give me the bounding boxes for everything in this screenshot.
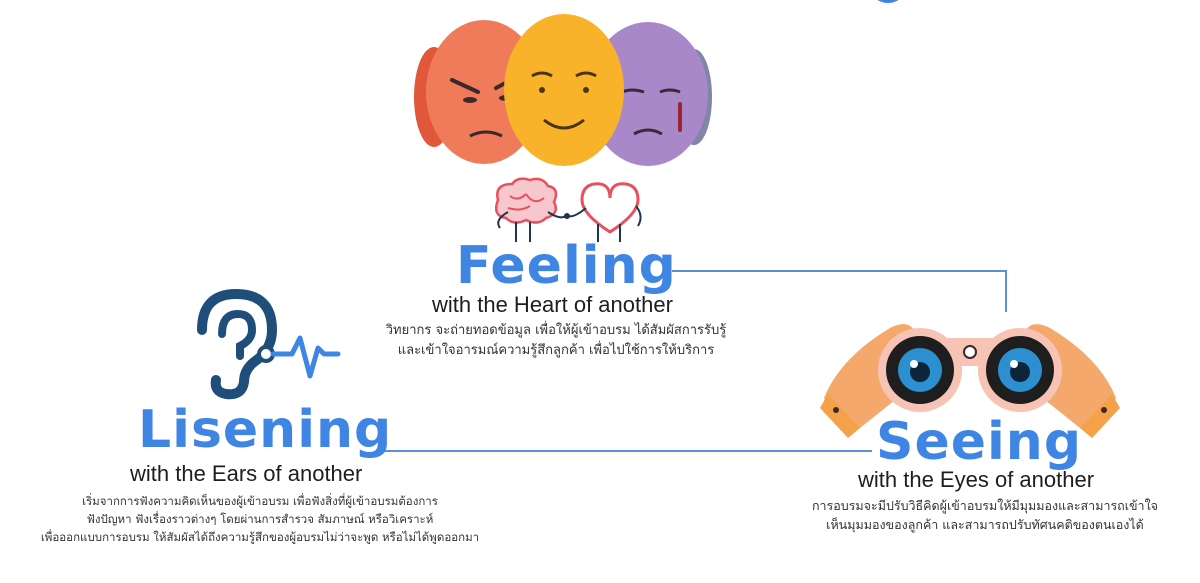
listening-description-line2: ฟังปัญหา ฟังเรื่องราวต่างๆ โดยผ่านการสำร… (86, 512, 434, 526)
feeling-subtitle: with the Heart of another (432, 292, 673, 317)
connector-feeling-vertical (1005, 270, 1007, 312)
seeing-description-line1: การอบรมจะมีปรับวิธีคิดผู้เข้าอบรมให้มีมุ… (811, 498, 1159, 513)
seeing-title: Seeing (876, 412, 1083, 472)
seeing-subtitle: with the Eyes of another (858, 467, 1095, 492)
connector-feeling-horizontal (672, 270, 1006, 272)
listening-description-line3: เพื่อออกแบบการอบรม ให้สัมผัสได้ถึงความรู… (40, 530, 480, 544)
binoculars-hands-icon (820, 324, 1120, 438)
header-logo-fragment (877, 0, 899, 3)
listening-description-line1: เริ่มจากการฟังความคิดเห็นของผู้เข้าอบรม … (82, 494, 438, 508)
ear-pulse-icon (197, 288, 341, 400)
seeing-description-line2: เห็นมุมมองของลูกค้า และสามารถปรับทัศนคติ… (826, 517, 1144, 532)
faces-emotions-icon (414, 14, 712, 166)
listening-subtitle: with the Ears of another (130, 461, 363, 486)
brain-heart-handshake-icon (495, 177, 642, 242)
connector-listening-seeing (382, 450, 872, 452)
listening-title: Lisening (138, 400, 393, 460)
feeling-description-line1: วิทยากร จะถ่ายทอดข้อมูล เพื่อให้ผู้เข้าอ… (385, 323, 727, 338)
feeling-title: Feeling (456, 236, 677, 296)
feeling-description-line2: และเข้าใจอารมณ์ความรู้สึกลูกค้า เพื่อไปใ… (397, 343, 715, 358)
